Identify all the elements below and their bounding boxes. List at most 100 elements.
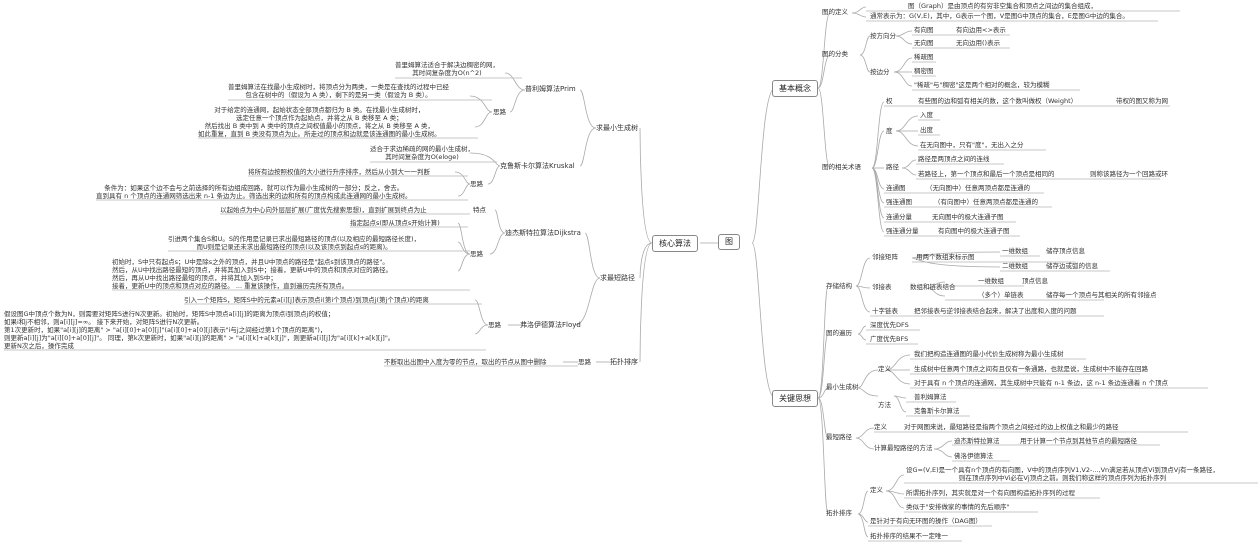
dijkstra-idea-label[interactable]: 思路 <box>470 250 483 258</box>
mst-definition-label[interactable]: 定义 <box>878 365 891 373</box>
directed-graph-desc: 有向边用<>表示 <box>956 26 1006 34</box>
adjacency-list-links: （多个）单链表 <box>978 291 1024 299</box>
adjacency-matrix-desc: 用两个数组来标示图 <box>916 253 975 261</box>
mst-definition-2: 生成树中任意两个顶点之间有且仅有一条通路，也就是说，生成树中不能存在回路 <box>914 365 1148 373</box>
topo-sort-branch[interactable]: 拓扑排序 <box>610 358 638 366</box>
graph-definition-1: 图（Graph）是由顶点的有穷非空集合和顶点之间边的集合组成， <box>908 2 1097 10</box>
mst-method-label[interactable]: 方法 <box>878 401 891 409</box>
adjacency-matrix-label[interactable]: 邻接矩阵 <box>872 253 898 261</box>
bfs-item[interactable]: 广度优先BFS <box>870 335 909 343</box>
strongly-connected-desc: （有向图中）任意两顶点都是连通的 <box>934 198 1038 206</box>
by-edge-label[interactable]: 按边分 <box>870 68 890 76</box>
path-desc-2: 若路径上，第一个顶点和最后一个顶点是相同的 <box>918 170 1055 178</box>
adjacency-list-array: 一维数组 <box>978 277 1004 285</box>
key-ideas-topic[interactable]: 关键思想 <box>772 390 818 407</box>
graph-classification-label[interactable]: 图的分类 <box>822 50 848 58</box>
root-node[interactable]: 图 <box>718 234 740 250</box>
topo-def-3: 类似于"安排做家的事情的先后顺序" <box>906 503 1010 511</box>
shortest-path-def: 对于网图来说，最短路径是指两个顶点之间经过的边上权值之和最少的路径 <box>904 423 1119 431</box>
connected-component-desc: 无向图中的极大连通子图 <box>932 213 1004 221</box>
kruskal-branch[interactable]: 克鲁斯卡尔算法Kruskal <box>500 162 575 170</box>
dense-graph[interactable]: 稠密图 <box>914 67 934 75</box>
dfs-item[interactable]: 深度优先DFS <box>870 321 909 329</box>
directed-graph[interactable]: 有向图 <box>914 26 934 34</box>
dijkstra-idea-2: 初始时，S中只有起点s；U中是除s之外的顶点，并且U中顶点的路径是"起点s到该顶… <box>112 258 393 290</box>
weight-desc: 有些图的边和弧有相关的数，这个数叫做权（Weight） <box>918 97 1078 105</box>
by-direction-label[interactable]: 按方向分 <box>870 32 896 40</box>
connected-graph-label[interactable]: 连通图 <box>886 184 906 192</box>
in-degree: 入度 <box>920 111 933 119</box>
strongly-connected-label[interactable]: 强连通图 <box>886 198 912 206</box>
path-cycle-note: 则称该路径为一个回路或环 <box>1090 170 1168 178</box>
prim-branch[interactable]: 普利姆算法Prim <box>525 85 576 93</box>
floyd-idea-1: 引入一个矩阵S，矩阵S中的元素a[i][j]表示顶点i(第i个顶点)到顶点j(第… <box>184 296 429 304</box>
adjacency-matrix-1d-desc: 储存顶点信息 <box>1046 247 1085 255</box>
mst-concept-label[interactable]: 最小生成树 <box>826 383 859 391</box>
prim-idea-label[interactable]: 思路 <box>493 108 506 116</box>
graph-traversal-label[interactable]: 图的遍历 <box>826 329 852 337</box>
topo-idea-label[interactable]: 思路 <box>578 358 591 366</box>
topo-idea: 不断取出出图中入度为零的节点，取出的节点从图中删除 <box>384 358 547 366</box>
adjacency-list-desc: 数组和链表结合 <box>910 283 956 291</box>
topo-def-label[interactable]: 定义 <box>870 486 883 494</box>
connected-component-label[interactable]: 连通分量 <box>886 213 912 221</box>
dijkstra-feature-label[interactable]: 特点 <box>473 206 486 214</box>
adjacency-matrix-2d: 二维数组 <box>1002 262 1028 270</box>
prim-idea-1: 普里姆算法在找最小生成树时，将顶点分为两类，一类是在查找的过程中已经 包含在树中… <box>228 83 449 99</box>
connected-graph-desc: （无向图中）任意两顶点都是连通的 <box>926 184 1030 192</box>
prim-description: 普里姆算法适合于解决边稠密的网， 其时间复杂度为O(n^2) <box>395 61 499 77</box>
adjacency-list-links-desc: 储存每一个顶点与其相关的所有邻接点 <box>1046 291 1157 299</box>
dijkstra-feature: 以起始点为中心向外层层扩展(广度优先搜索思想)，直到扩展到终点为止 <box>220 206 427 214</box>
shortest-path-def-label[interactable]: 定义 <box>874 423 887 431</box>
degree-label[interactable]: 度 <box>886 127 893 135</box>
weight-note: 带权的图又称为网 <box>1116 97 1168 105</box>
mst-method-kruskal: 克鲁斯卡尔算法 <box>914 407 960 415</box>
basic-concepts-topic[interactable]: 基本概念 <box>772 80 818 97</box>
topo-def-2: 所谓拓扑序列，其实就是对一个有向图构造拓扑序列的过程 <box>906 489 1075 497</box>
kruskal-description: 适合于求边稀疏的网的最小生成树， 其时间复杂度为O(eloge) <box>370 145 474 161</box>
adjacency-list-label[interactable]: 邻接表 <box>872 283 892 291</box>
dijkstra-idea-0: 指定起点s(即从顶点s开始计算) <box>350 219 440 227</box>
undirected-graph-desc: 无向边用()表示 <box>956 39 1001 47</box>
adjacency-matrix-1d: 一维数组 <box>1002 247 1028 255</box>
strong-component-desc: 有向图中的极大连通子图 <box>938 227 1010 235</box>
sparse-graph[interactable]: 稀疏图 <box>914 53 934 61</box>
topo-note-1: 是针对于有向无环图的操作（DAG图） <box>870 517 982 525</box>
shortest-path-dijkstra: 迪杰斯特拉算法 <box>954 437 1000 445</box>
graph-definition-label[interactable]: 图的定义 <box>822 8 848 16</box>
floyd-branch[interactable]: 弗洛伊德算法Floyd <box>520 321 581 329</box>
shortest-path-dijkstra-desc: 用于计算一个节点到其他节点的最短路径 <box>1020 437 1137 445</box>
dijkstra-branch[interactable]: 迪杰斯特拉算法Dijkstra <box>505 229 581 237</box>
dijkstra-idea-1: 引进两个集合S和U。S的作用是记录已求出最短路径的顶点(以及相应的最短路径长度)… <box>168 235 421 251</box>
prim-idea-2: 对于给定的连通网，起始状态全部顶点都归为 B 类。在找最小生成树时， 选定任意一… <box>198 106 441 138</box>
mst-definition-3: 对于具有 n 个顶点的连通网，其生成树中只能有 n-1 条边，这 n-1 条边连… <box>914 379 1168 387</box>
path-desc-1: 路径是两顶点之间的连线 <box>918 155 990 163</box>
adjacency-list-array-desc: 顶点信息 <box>1022 277 1048 285</box>
graph-definition-2: 通常表示为：G(V,E)，其中，G表示一个图，V是图G中顶点的集合，E是图G中边… <box>870 12 1129 20</box>
weight-label[interactable]: 权 <box>886 97 893 105</box>
orthogonal-list-label[interactable]: 十字链表 <box>872 307 898 315</box>
topo-concept-label[interactable]: 拓扑排序 <box>826 509 852 517</box>
undirected-graph[interactable]: 无向图 <box>914 39 934 47</box>
storage-structure-label[interactable]: 存储结构 <box>826 282 852 290</box>
kruskal-idea-label[interactable]: 思路 <box>470 180 483 188</box>
strong-component-label[interactable]: 强连通分量 <box>886 227 919 235</box>
mst-branch[interactable]: 求最小生成树 <box>596 124 638 132</box>
shortest-path-branch[interactable]: 求最短路径 <box>600 274 635 282</box>
shortest-path-concept-label[interactable]: 最短路径 <box>826 433 852 441</box>
shortest-path-method-label[interactable]: 计算最短路径的方法 <box>874 444 933 452</box>
graph-terms-label[interactable]: 图的相关术语 <box>822 163 861 171</box>
shortest-path-floyd: 佛洛伊德算法 <box>954 452 993 460</box>
floyd-idea-label[interactable]: 思路 <box>488 321 501 329</box>
orthogonal-list-desc: 把邻接表与逆邻接表结合起来，解决了出度和入度的问题 <box>914 307 1077 315</box>
out-degree: 出度 <box>920 126 933 134</box>
floyd-idea-2: 假设图G中顶点个数为N，则需要对矩阵S进行N次更新。初始时，矩阵S中顶点a[i]… <box>4 310 395 350</box>
path-label[interactable]: 路径 <box>886 163 899 171</box>
sparse-dense-note: "稀疏"与"稠密"这是两个相对的概念，较为模糊 <box>914 81 1050 89</box>
topo-def-1: 设G=(V,E)是一个具有n个顶点的有向图，V中的顶点序列V1,V2-...,V… <box>906 466 1220 482</box>
mst-method-prim: 普利姆算法 <box>914 393 947 401</box>
mst-definition-1: 我们把构造连通图的最小代价生成树称为最小生成树 <box>914 350 1064 358</box>
core-algorithms-topic[interactable]: 核心算法 <box>652 235 698 252</box>
